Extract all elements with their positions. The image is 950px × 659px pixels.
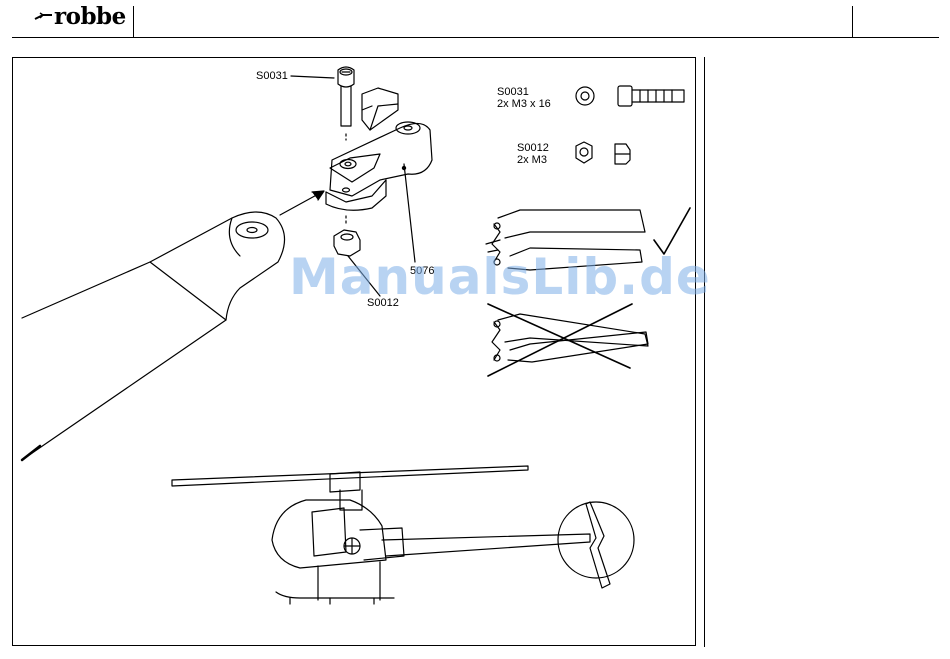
hex-nut-icon [576, 142, 592, 163]
watermark: ManualsLib.de [289, 248, 711, 306]
washer-icon [576, 87, 594, 105]
screw-s0031-illustration [291, 67, 354, 140]
helicopter-illustration [172, 466, 634, 604]
rotor-blade-illustration [22, 191, 324, 460]
cross-out-icon [488, 304, 632, 376]
nut-side-icon [615, 144, 630, 164]
callout-screw-s0031: S0031 [256, 70, 288, 82]
parts-list-item-2-number: S0012 [517, 142, 549, 154]
wrong-blade-orientation-illustration [492, 314, 648, 362]
parts-list-item-2-spec: 2x M3 [517, 154, 547, 166]
parts-list-item-1-number: S0031 [497, 86, 529, 98]
parts-list-item-1-spec: 2x M3 x 16 [497, 98, 551, 110]
screw-icon [618, 86, 684, 106]
